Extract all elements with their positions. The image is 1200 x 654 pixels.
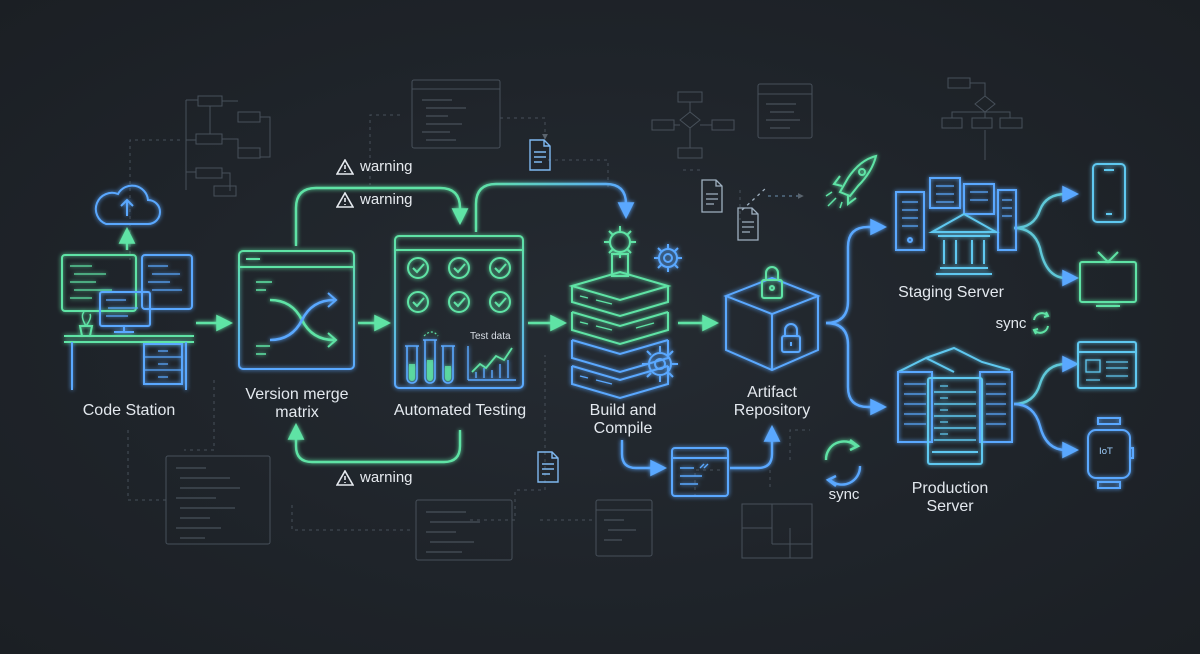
ghost-code-panel-top <box>411 79 501 149</box>
lock-icon <box>781 323 801 353</box>
arrow-staging-to-tv <box>1013 226 1080 287</box>
rocket-icon <box>825 154 878 209</box>
warning-annotation-top-2: warning <box>336 191 413 208</box>
doc-icon-3 <box>537 451 559 483</box>
build-compile-icon <box>568 226 682 400</box>
warning-annotation-bottom: warning <box>336 469 413 486</box>
artifact-repository-icon <box>723 266 821 372</box>
sync-icon <box>824 439 862 487</box>
smartwatch-icon <box>1087 417 1134 489</box>
monitor-right <box>141 254 193 310</box>
arrow-testing-to-build-top <box>474 182 635 232</box>
arrow-artifact-to-staging <box>825 218 888 325</box>
warning-text: warning <box>360 469 413 486</box>
ghost-dashed-lines-right <box>548 159 771 490</box>
ghost-code-panel-bottom-right <box>595 499 653 557</box>
automated-testing-label: Automated Testing <box>393 402 527 419</box>
mobile-phone-icon <box>1092 163 1126 223</box>
sync-icon <box>1032 311 1050 335</box>
artifact-repository-label: Artifact Repository <box>733 384 811 419</box>
flow-arrows <box>118 182 1080 477</box>
code-station-label: Code Station <box>82 402 176 419</box>
background-ghost-layer <box>127 77 1023 561</box>
arrow-staging-to-mobile <box>1013 185 1080 230</box>
iot-label: IoT <box>1099 447 1113 457</box>
version-merge-label: Version merge matrix <box>245 386 349 421</box>
staging-server-label: Staging Server <box>898 284 1004 301</box>
ghost-code-panel-bottom-left <box>165 455 271 545</box>
warning-icon <box>336 158 354 175</box>
arrow-panel-to-artifact <box>730 424 781 470</box>
gear-icon <box>654 244 682 272</box>
arrow-production-to-watch <box>1013 402 1080 459</box>
arrow-production-to-web <box>1013 355 1080 406</box>
gear-icon <box>604 226 636 277</box>
ghost-floorplan <box>694 429 813 559</box>
warning-annotation-top-1: warning <box>336 158 413 175</box>
ghost-flowchart-left <box>185 95 271 197</box>
sync-label-bottom: sync <box>828 486 860 503</box>
gear-icon <box>642 346 678 382</box>
devices <box>1077 163 1137 489</box>
warning-text: warning <box>360 191 413 208</box>
cloud-upload-icon <box>94 184 161 225</box>
version-merge-icon <box>238 250 355 370</box>
doc-icon-2 <box>701 179 767 241</box>
doc-icon-1 <box>529 139 551 171</box>
ghost-panel-top-right <box>757 83 813 139</box>
ghost-dashed-lines-left <box>127 114 595 531</box>
web-browser-icon <box>1077 341 1137 389</box>
arrow-artifact-to-production <box>825 321 888 416</box>
ghost-flowchart-right <box>941 77 1023 160</box>
production-server-icon <box>897 346 1013 465</box>
arrow-warning-loop-top <box>294 186 469 246</box>
test-data-label: Test data <box>470 331 511 342</box>
warning-icon <box>336 469 354 486</box>
automated-testing-icon <box>394 235 524 389</box>
tv-icon <box>1079 251 1137 307</box>
build-output-panel-icon <box>671 447 729 497</box>
build-compile-label: Build and Compile <box>589 402 657 437</box>
staging-server-icon <box>895 177 1017 275</box>
code-station-icon <box>61 184 194 390</box>
production-server-label: Production Server <box>911 480 989 515</box>
arrow-warning-loop-bottom <box>287 422 462 464</box>
sync-label-right: sync <box>995 315 1027 332</box>
warning-icon <box>336 191 354 208</box>
warning-text: warning <box>360 158 413 175</box>
ghost-document-icons <box>529 139 804 483</box>
lock-icon <box>761 266 783 299</box>
ghost-flowchart-center <box>651 91 735 159</box>
ghost-code-panel-bottom-center <box>415 499 513 561</box>
arrow-build-to-panel <box>620 440 668 477</box>
